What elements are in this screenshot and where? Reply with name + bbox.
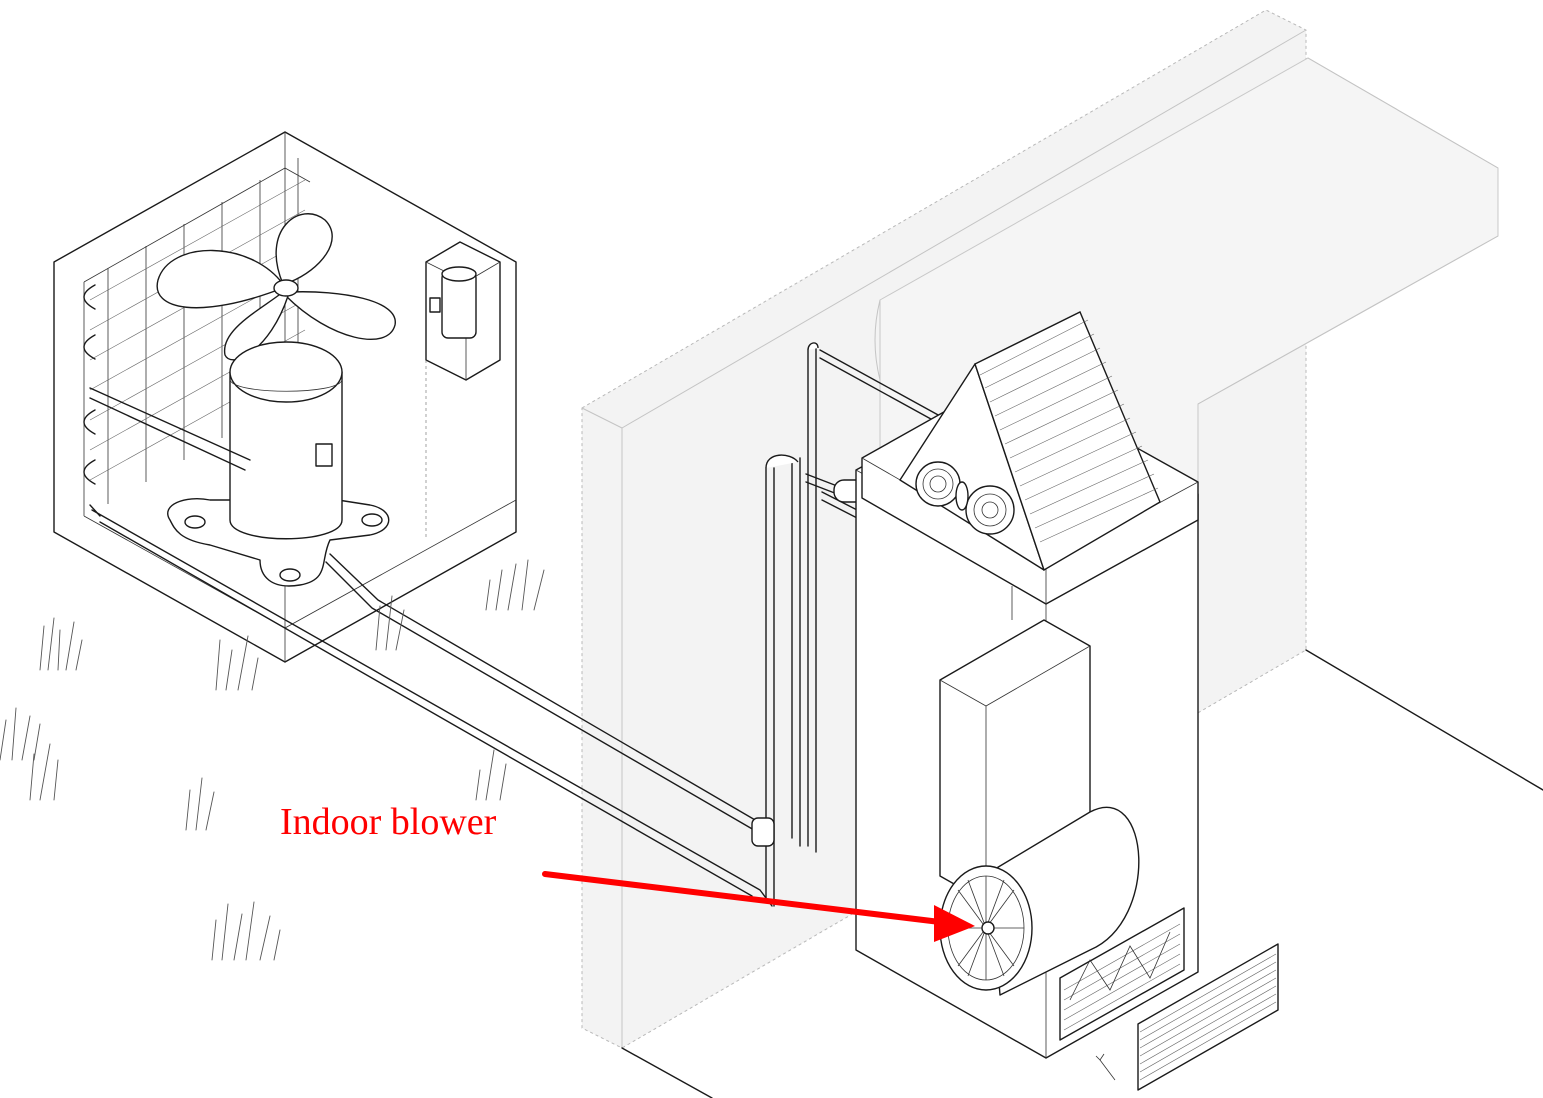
control-box [425, 241, 501, 540]
annotation-arrow-shaft [542, 871, 943, 925]
floor-lines [621, 649, 1543, 1098]
annotation-arrow-head [934, 905, 975, 942]
annotation-label: Indoor blower [280, 801, 497, 843]
annotation-indoor-blower: Indoor blower [280, 801, 975, 942]
grass-tufts [0, 559, 545, 961]
return-air-grille [1137, 943, 1279, 1091]
air-filter [1059, 907, 1185, 1041]
condenser-fan [156, 213, 396, 361]
compressor [167, 341, 390, 587]
outdoor-condenser-unit [53, 131, 517, 663]
evaporator-coil [899, 311, 1161, 572]
indoor-blower [939, 619, 1140, 996]
indoor-air-handler [855, 311, 1279, 1091]
